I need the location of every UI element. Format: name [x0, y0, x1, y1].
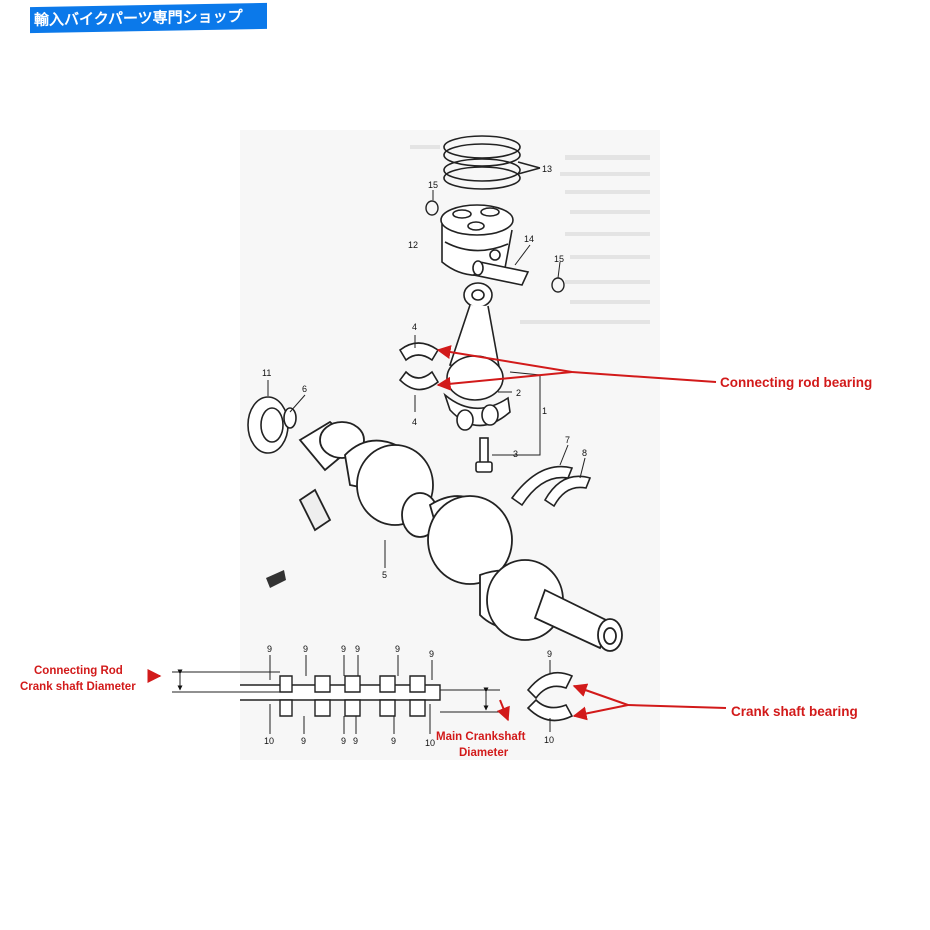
part-10-label: 10: [544, 735, 554, 745]
faded-text-lines: [410, 145, 650, 324]
part-4b-label: 4: [412, 417, 417, 427]
crank-bearing-shells: [526, 671, 574, 722]
layout-9-5: 9: [395, 644, 400, 654]
layout-9-1: 9: [267, 644, 272, 654]
layout-9-8: 9: [341, 736, 346, 746]
part-6-label: 6: [302, 384, 307, 394]
part-8-label: 8: [582, 448, 587, 458]
part-5-label: 5: [382, 570, 387, 580]
part-9-label: 9: [547, 649, 552, 659]
layout-10-2: 10: [425, 738, 435, 748]
piston-rings: [443, 135, 541, 190]
conrod-diameter-callout-line1: Connecting Rod: [34, 665, 123, 677]
callout-arrows: [147, 345, 727, 722]
part-15b-label: 15: [554, 254, 564, 264]
part-2-label: 2: [516, 388, 521, 398]
layout-9-7: 9: [301, 736, 306, 746]
part-numbers: 13 15 12 14 15 4 4 2 1 3 11 6 7 8 5 9 10…: [262, 164, 587, 748]
conrod-bearing-shells: [398, 342, 440, 391]
conrod-bolt: [475, 437, 493, 473]
part-12-label: 12: [408, 240, 418, 250]
conrod-diameter-callout-line2: Crank shaft Diameter: [20, 681, 136, 693]
part-leader-lines: [267, 190, 586, 732]
layout-9-4: 9: [355, 644, 360, 654]
thrust-bearings: [510, 465, 592, 508]
part-7-label: 7: [565, 435, 570, 445]
part-14-label: 14: [524, 234, 534, 244]
bearing-leader-lines: [172, 655, 500, 734]
main-diameter-callout-line1: Main Crankshaft: [436, 731, 526, 743]
part-3-label: 3: [513, 449, 518, 459]
layout-9-10: 9: [391, 736, 396, 746]
main-diameter-callout-line2: Diameter: [459, 747, 509, 759]
circlip-left: [425, 200, 439, 216]
part-1-label: 1: [542, 406, 547, 416]
oil-seal: [247, 396, 297, 454]
layout-10-1: 10: [264, 736, 274, 746]
layout-9-9: 9: [353, 736, 358, 746]
part-4a-label: 4: [412, 322, 417, 332]
part-13-label: 13: [542, 164, 552, 174]
layout-9-2: 9: [303, 644, 308, 654]
part-15a-label: 15: [428, 180, 438, 190]
piston-pin: [472, 260, 530, 286]
front-arrow-icon: [266, 570, 286, 588]
crankshaft: [298, 420, 623, 652]
crank-bearing-callout: Crank shaft bearing: [731, 704, 858, 719]
conrod-bearing-callout: Connecting rod bearing: [720, 375, 872, 390]
part-11-label: 11: [262, 368, 271, 378]
bearing-layout: [240, 675, 441, 717]
layout-9-3: 9: [341, 644, 346, 654]
layout-9-6: 9: [429, 649, 434, 659]
piston: [440, 204, 514, 277]
